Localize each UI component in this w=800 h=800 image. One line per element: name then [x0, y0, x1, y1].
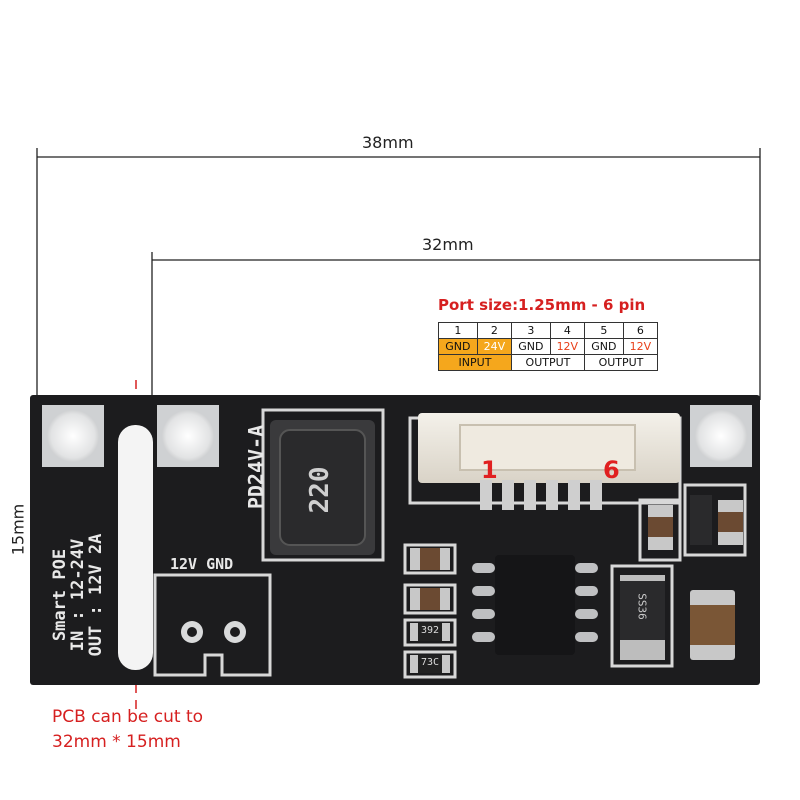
terminal-label: 12V GND — [170, 555, 234, 573]
pin-signal-row: GND 24V GND 12V GND 12V — [438, 338, 659, 355]
brand-label: Smart POE — [50, 548, 70, 642]
mounting-pads — [42, 405, 752, 467]
resistor-marking: 73C — [421, 657, 440, 668]
port-size-title: Port size:1.25mm - 6 pin — [438, 296, 646, 314]
cut-note: PCB can be cut to 32mm * 15mm — [52, 705, 203, 755]
pin-signal: 24V — [476, 338, 512, 355]
pin-number-row: 1 2 3 4 5 6 — [438, 322, 659, 339]
resistor-marking: 392 — [421, 625, 440, 636]
pin-first-marker: 1 — [481, 456, 498, 484]
inner-width-label: 32mm — [422, 235, 474, 254]
pin-group-row: INPUT OUTPUT OUTPUT — [438, 354, 659, 371]
pinout-table: 1 2 3 4 5 6 GND 24V GND 12V GND 12V INPU… — [438, 322, 659, 371]
pin-number: 2 — [476, 322, 512, 339]
inductor-marking: 220 — [305, 466, 335, 514]
model-label: PD24V-A — [244, 424, 268, 510]
diode-marking: SS36 — [635, 593, 649, 620]
pin-group-output: OUTPUT — [583, 354, 659, 371]
outer-width-label: 38mm — [362, 133, 414, 152]
pin-last-marker: 6 — [603, 456, 620, 484]
pin-signal: 12V — [622, 338, 659, 355]
pin-signal: GND — [510, 338, 551, 355]
cut-note-line1: PCB can be cut to — [52, 707, 204, 727]
output-spec-label: OUT : 12V 2A — [86, 533, 106, 657]
pin-group-output: OUTPUT — [510, 354, 585, 371]
cut-note-line2: 32mm * 15mm — [52, 732, 181, 752]
input-spec-label: IN : 12-24V — [68, 538, 88, 652]
pin-group-input: INPUT — [438, 354, 512, 371]
